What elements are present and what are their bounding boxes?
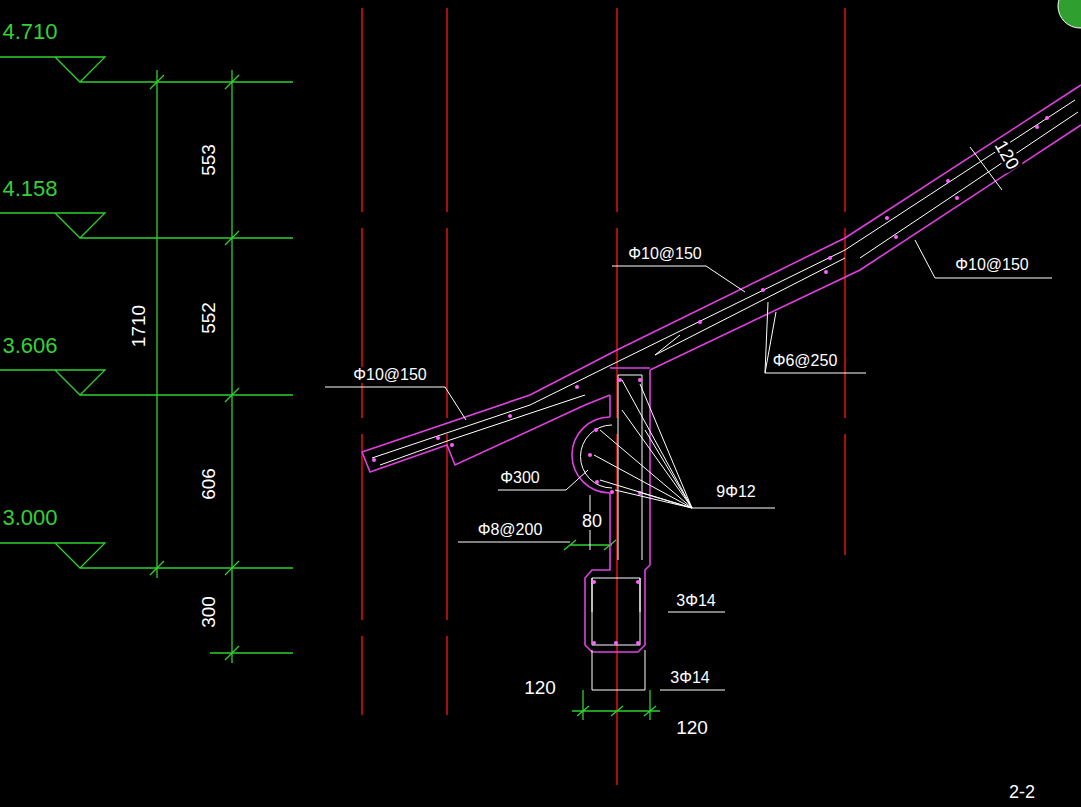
- elevation-value: 4.710: [1, 21, 58, 43]
- rebar-lines: [372, 100, 1078, 690]
- dimension-value: 120: [675, 718, 709, 737]
- elevation-value: 3.606: [1, 335, 58, 357]
- rebar-callout: Φ8@200: [477, 522, 544, 538]
- elevation-value: 4.158: [1, 178, 58, 200]
- concrete-outline: [362, 85, 1081, 652]
- dimension-value: 120: [523, 678, 557, 697]
- rebar-callout: 3Φ14: [669, 670, 710, 686]
- rebar-callout: 9Φ12: [715, 484, 756, 500]
- section-title: 2-2: [1008, 783, 1036, 801]
- dimension-value: 552: [199, 301, 218, 335]
- rebar-dots: [372, 116, 1049, 645]
- dimension-value: 1710: [129, 304, 148, 348]
- rebar-callout: Φ10@150: [352, 367, 428, 383]
- section-badge: [1058, 0, 1081, 28]
- rebar-callout: 3Φ14: [675, 593, 716, 609]
- diameter-callout: Φ300: [499, 470, 540, 486]
- elevation-dimensions: [0, 57, 660, 720]
- thickness-value: 120: [991, 137, 1023, 174]
- elevation-value: 3.000: [1, 507, 58, 529]
- rebar-callout: Φ10@150: [627, 246, 703, 262]
- dimension-value: 606: [199, 467, 218, 501]
- dimension-value: 80: [581, 512, 603, 530]
- axis-lines: [362, 8, 845, 785]
- rebar-callout: Φ10@150: [954, 257, 1030, 273]
- leader-lines: [325, 147, 1052, 690]
- dimension-value: 300: [199, 595, 218, 629]
- rebar-callout: Φ6@250: [772, 353, 839, 369]
- dimension-value: 553: [199, 143, 218, 177]
